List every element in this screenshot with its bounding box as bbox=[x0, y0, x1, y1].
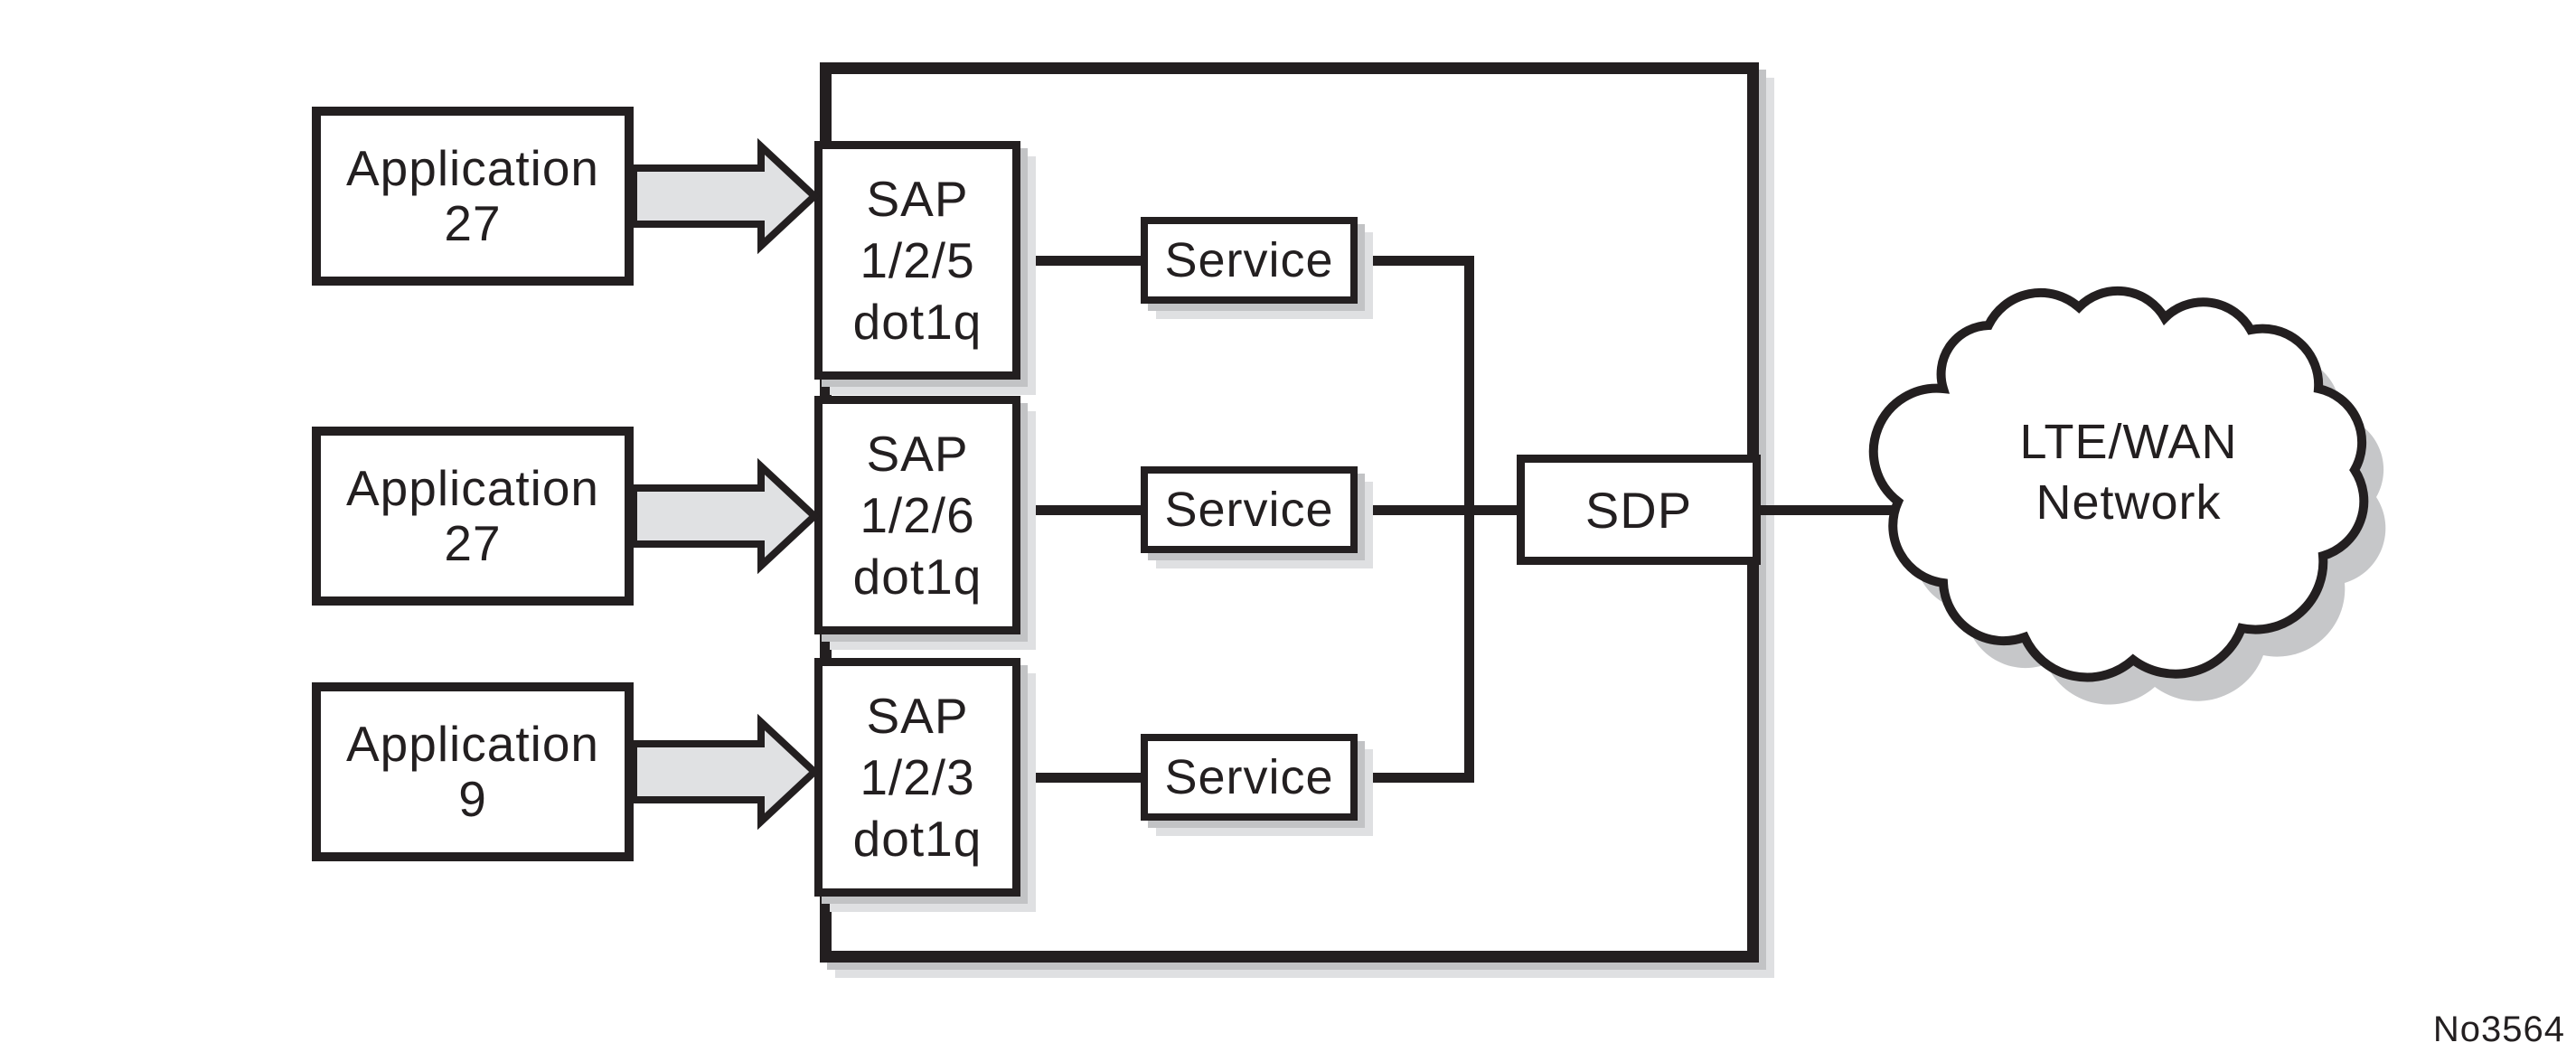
application-box: Application 27 bbox=[312, 427, 634, 606]
service-label: Service bbox=[1164, 750, 1334, 804]
application-box: Application 9 bbox=[312, 682, 634, 861]
application-id: 9 bbox=[458, 771, 487, 827]
sap2-service2-line bbox=[1017, 505, 1143, 515]
service-bus-line bbox=[1464, 256, 1474, 783]
service-box: Service bbox=[1141, 734, 1358, 821]
sap-encap: dot1q bbox=[852, 549, 982, 605]
application-box: Application 27 bbox=[312, 107, 634, 286]
service1-bus-line bbox=[1351, 256, 1474, 266]
sdp-cloud-line bbox=[1753, 505, 1925, 515]
flow-arrow-icon bbox=[630, 457, 820, 575]
cloud-label-line1: LTE/WAN bbox=[2019, 415, 2238, 469]
application-id: 27 bbox=[444, 515, 502, 571]
service-label: Service bbox=[1164, 483, 1334, 537]
sap-box: SAP 1/2/3 dot1q bbox=[814, 658, 1020, 897]
sdp-label: SDP bbox=[1584, 481, 1693, 539]
sap-box: SAP 1/2/6 dot1q bbox=[814, 396, 1020, 634]
sap-label: SAP bbox=[866, 171, 969, 227]
sap-encap: dot1q bbox=[852, 294, 982, 350]
sap-label: SAP bbox=[866, 688, 969, 744]
flow-arrow-icon bbox=[630, 713, 820, 831]
application-id: 27 bbox=[444, 195, 502, 251]
sap-label: SAP bbox=[866, 426, 969, 482]
sap-port: 1/2/6 bbox=[860, 487, 975, 543]
service-box: Service bbox=[1141, 217, 1358, 304]
flow-arrow-icon bbox=[630, 137, 820, 255]
application-name: Application bbox=[345, 716, 600, 772]
service3-bus-line bbox=[1351, 773, 1474, 783]
sap-port: 1/2/5 bbox=[860, 232, 975, 288]
service-label: Service bbox=[1164, 233, 1334, 287]
application-name: Application bbox=[345, 140, 600, 196]
sap-port: 1/2/3 bbox=[860, 749, 975, 805]
sap-box: SAP 1/2/5 dot1q bbox=[814, 141, 1020, 380]
figure-number: No3564 bbox=[2432, 1010, 2565, 1049]
service2-sdp-line bbox=[1351, 505, 1518, 515]
application-name: Application bbox=[345, 460, 600, 516]
cloud-label: LTE/WAN Network bbox=[1943, 412, 2314, 533]
cloud-label-line2: Network bbox=[2035, 475, 2222, 530]
sap-encap: dot1q bbox=[852, 811, 982, 867]
sdp-box: SDP bbox=[1517, 455, 1761, 565]
service-box: Service bbox=[1141, 466, 1358, 553]
sap3-service3-line bbox=[1017, 773, 1143, 783]
sap1-service1-line bbox=[1017, 256, 1143, 266]
